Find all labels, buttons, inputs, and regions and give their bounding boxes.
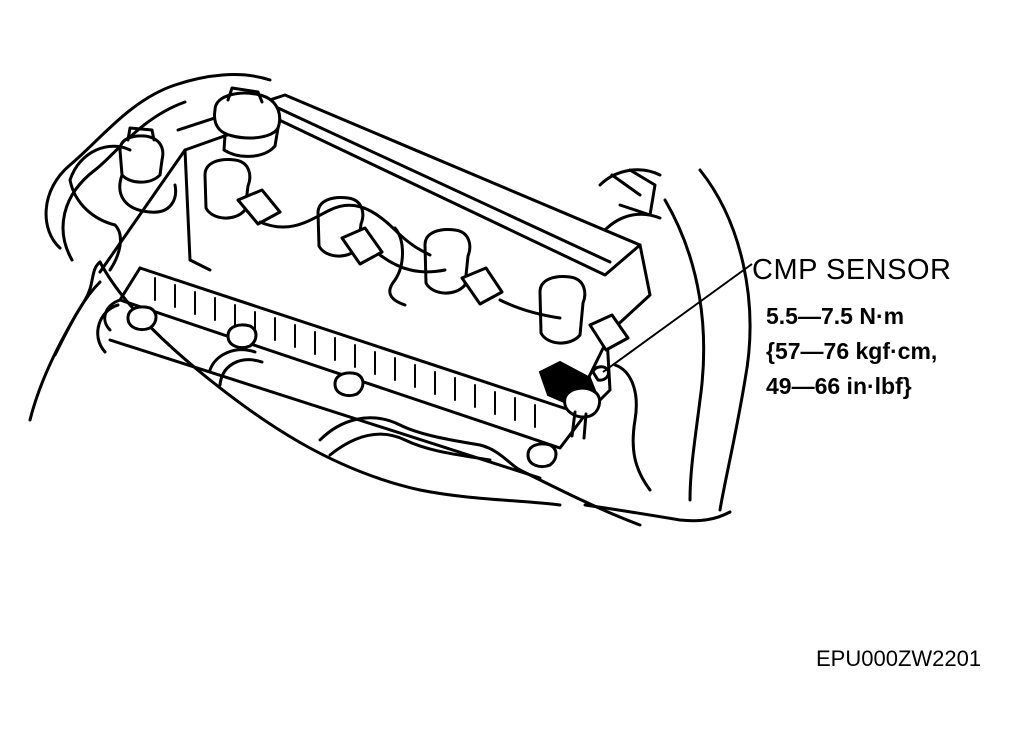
bolts bbox=[126, 168, 657, 469]
left-post bbox=[118, 126, 178, 214]
ignition-coils bbox=[203, 158, 587, 345]
cover-ribs bbox=[154, 277, 536, 428]
torque-spec-kgfcm: {57—76 kgf·cm, bbox=[766, 338, 938, 364]
oil-filler-cap bbox=[213, 86, 282, 158]
cmp-sensor bbox=[538, 360, 610, 440]
torque-spec-nm: 5.5—7.5 N·m bbox=[766, 303, 905, 329]
cmp-sensor-label: CMP SENSOR bbox=[752, 254, 952, 286]
torque-spec-inlbf: 49—66 in·lbf} bbox=[766, 373, 912, 399]
coil-connectors bbox=[236, 188, 630, 352]
callout-leader-line bbox=[602, 263, 753, 373]
figure-code: EPU000ZW2201 bbox=[816, 646, 982, 671]
wiring-harness bbox=[68, 144, 662, 492]
